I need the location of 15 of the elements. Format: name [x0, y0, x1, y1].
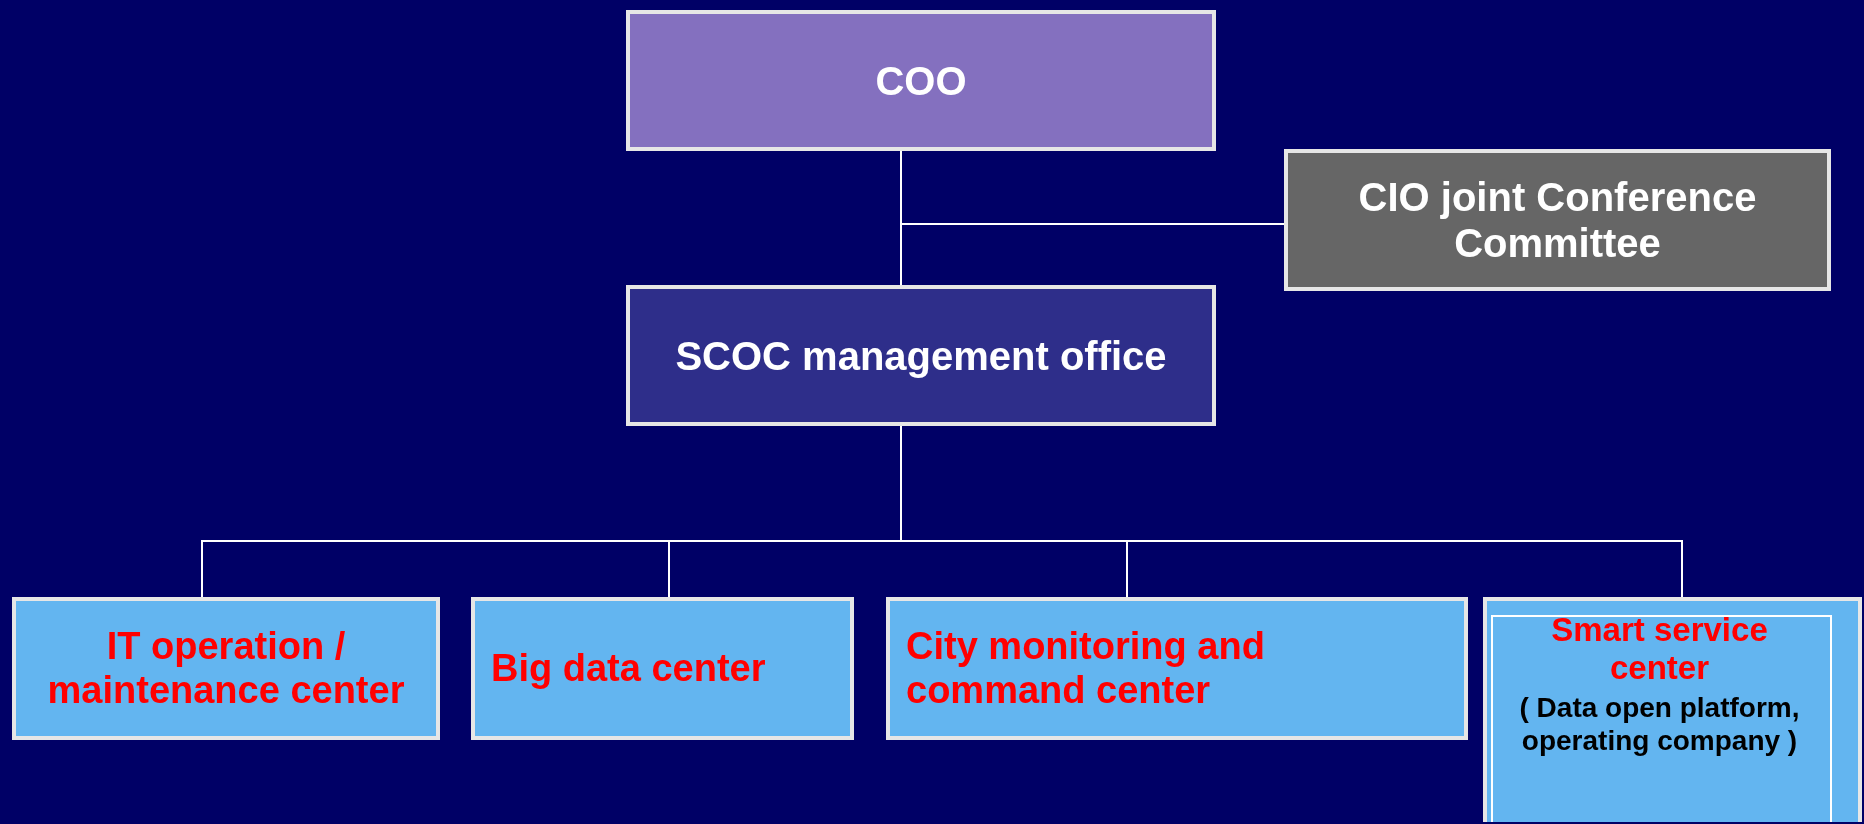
- box-title: Smart service center: [1550, 611, 1769, 687]
- org-box: [12, 597, 440, 740]
- box-title: City monitoring and command center: [906, 624, 1266, 713]
- box-title: Big data center: [491, 646, 766, 691]
- org-box: [1284, 149, 1831, 291]
- box-title: IT operation / maintenance center: [46, 624, 406, 713]
- box-title: CIO joint Conference Committee: [1357, 174, 1758, 266]
- box-note: ( Data open platform, operating company ): [1518, 690, 1801, 759]
- org-box: [471, 597, 854, 740]
- org-box: [626, 285, 1216, 426]
- box-title: COO: [875, 57, 967, 104]
- org-box: [886, 597, 1468, 740]
- org-box: [1483, 597, 1862, 822]
- box-title: SCOC management office: [675, 332, 1167, 379]
- org-box: [626, 10, 1216, 151]
